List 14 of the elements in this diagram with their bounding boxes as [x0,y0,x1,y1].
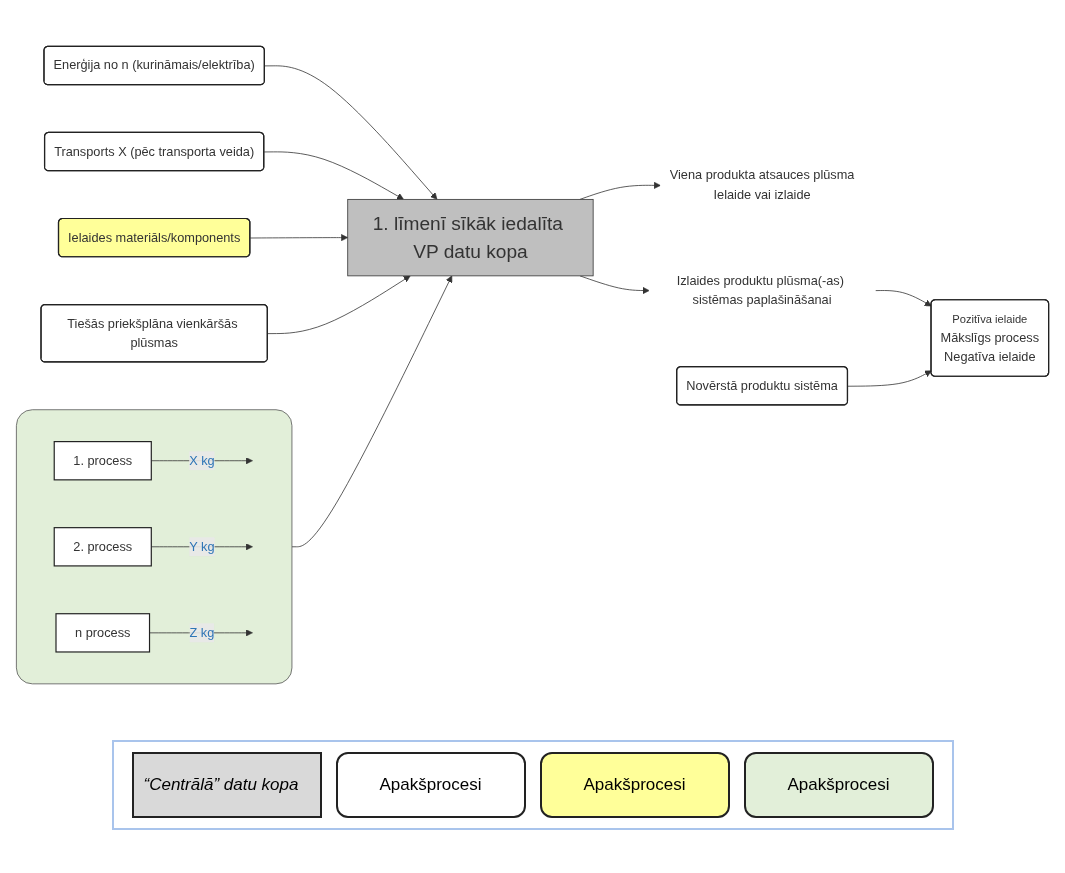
legend-swatch: “Centrālā” datu kopa [131,752,322,818]
node-box: n process [55,613,151,653]
node-box: 2. process [53,526,152,567]
cluster [15,409,293,685]
edge-label: Y kg [189,539,215,554]
edge-label: X kg [189,453,215,467]
node-text: Viena produkta atsauces plūsma Ielaide vai izlaide [669,168,855,201]
legend-swatch: Apakšprocesi [743,752,934,818]
legend-swatch: Apakšprocesi [539,752,730,818]
edge-label: Z kg [189,625,215,640]
legend-swatch: Apakšprocesi [335,752,526,818]
node-box: 1. process [53,440,152,481]
node-box: 1. līmenī sīkāk iedalīta VP datu kopa [347,198,594,277]
node-text: Izlaides produktu plūsma(-as) sistēmas paplašināšanai [676,273,844,307]
